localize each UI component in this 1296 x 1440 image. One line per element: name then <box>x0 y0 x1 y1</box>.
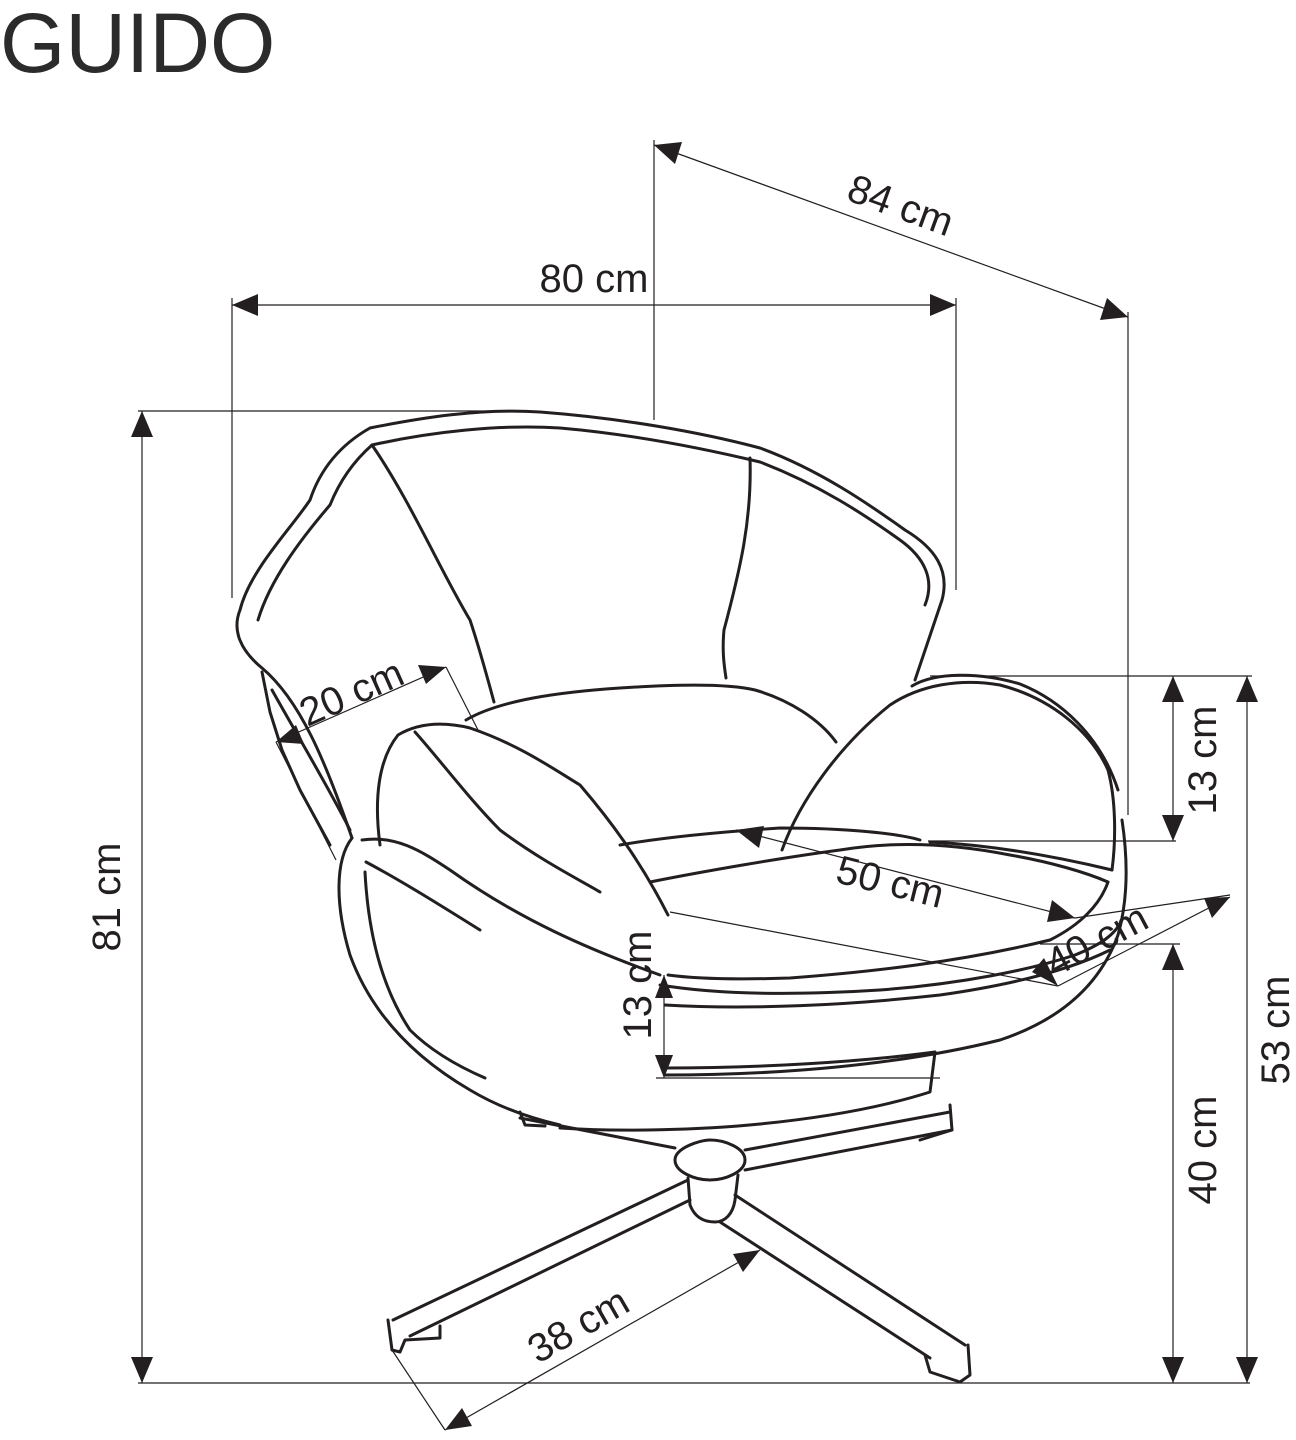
depth-label: 84 cm <box>842 166 959 245</box>
dimension-labels: 80 cm 84 cm 81 cm 20 cm 13 cm 50 cm 40 c… <box>85 166 1296 1372</box>
armrest-thickness-label: 20 cm <box>293 651 410 736</box>
width-label: 80 cm <box>540 257 649 301</box>
chair-drawing <box>235 409 1128 1384</box>
height-label: 81 cm <box>85 843 129 952</box>
dimension-lines <box>131 140 1258 1431</box>
seat-width-label: 50 cm <box>832 848 948 917</box>
seat-height-label: 40 cm <box>1181 1096 1225 1205</box>
seat-thickness-label: 13 cm <box>616 931 660 1040</box>
armrest-floor-height-label: 53 cm <box>1254 976 1296 1085</box>
base-leg-label: 38 cm <box>520 1279 636 1372</box>
product-title: GUIDO <box>0 0 275 90</box>
armrest-height-label: 13 cm <box>1181 706 1225 815</box>
